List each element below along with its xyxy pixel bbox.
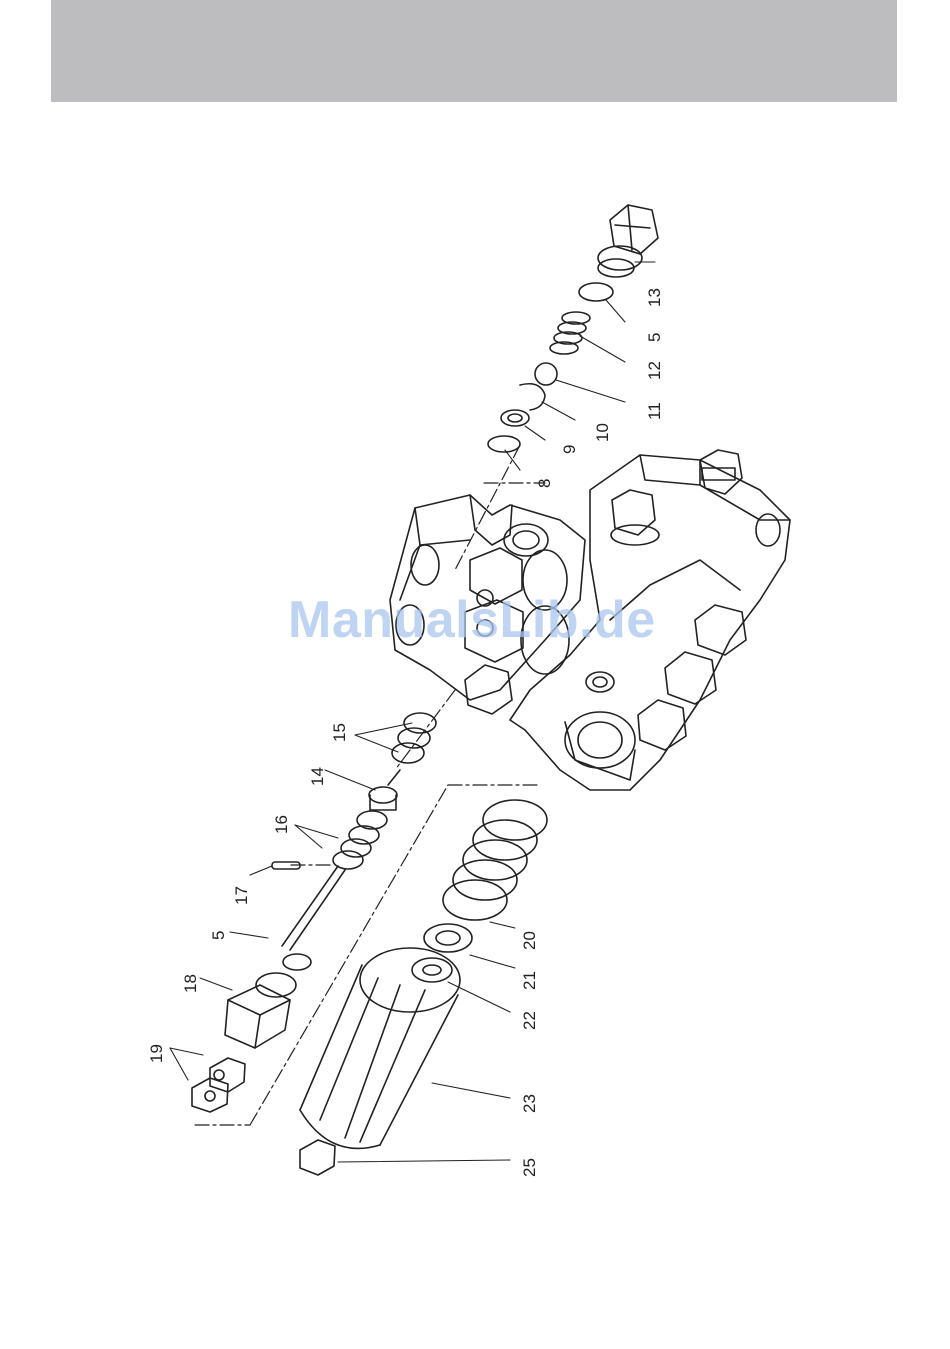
nuts-19: [192, 1058, 245, 1112]
callout-14: 14: [308, 767, 327, 786]
leader-lines: [170, 262, 655, 1162]
callout-16: 16: [272, 815, 291, 834]
callout-20: 20: [520, 931, 539, 950]
o-rings-15: [392, 713, 436, 763]
threaded-rod: [282, 866, 345, 950]
spring-12: [550, 312, 590, 354]
o-ring-5-lower: [283, 954, 311, 970]
plug-13: [598, 205, 658, 277]
callout-9: 9: [560, 445, 579, 454]
callout-22: 22: [520, 1011, 539, 1030]
callout-5-lower: 5: [209, 931, 228, 940]
star-washer-22: [412, 958, 452, 982]
watermark: ManualsLib.de: [288, 590, 668, 650]
o-ring-5-upper: [579, 283, 613, 301]
ball-11: [535, 363, 557, 385]
rings-16: [333, 811, 387, 869]
washer-21: [424, 924, 472, 952]
callout-18: 18: [181, 974, 200, 993]
callout-12: 12: [645, 361, 664, 380]
callout-19: 19: [147, 1044, 166, 1063]
washer-9: [501, 410, 529, 426]
nut-25: [300, 1140, 335, 1175]
spring-20: [443, 800, 547, 920]
o-ring-8: [488, 436, 520, 452]
callout-11: 11: [645, 402, 664, 420]
cover-23: [300, 948, 460, 1148]
assembly-axis-lines: [195, 445, 545, 1125]
callout-8: 8: [535, 479, 554, 488]
clip-10: [520, 384, 545, 410]
callout-21: 21: [520, 971, 539, 990]
callout-25: 25: [520, 1158, 539, 1177]
callout-23: 23: [520, 1094, 539, 1113]
callout-15: 15: [330, 723, 349, 742]
callout-13: 13: [645, 288, 664, 307]
callouts: 13 5 12 11 10 9 8 15 14 16 17 5 18 19 20…: [147, 288, 664, 1177]
callout-10: 10: [593, 423, 612, 442]
adjuster-18: [225, 973, 296, 1048]
callout-17: 17: [232, 886, 251, 905]
callout-5-upper: 5: [645, 333, 664, 342]
